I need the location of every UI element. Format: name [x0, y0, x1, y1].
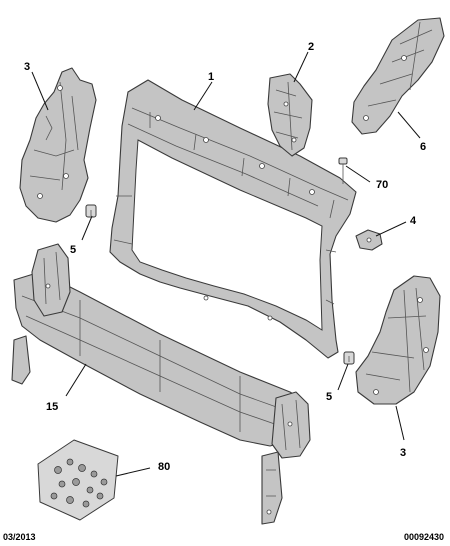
callout-5-left: 5 [70, 244, 76, 256]
footer-reference-number: 00092430 [403, 532, 444, 542]
leader-3-bottom [395, 405, 405, 441]
part-1-front-panel [109, 79, 357, 359]
callout-3-bottom: 3 [400, 447, 406, 459]
leader-lines [31, 51, 421, 477]
leader-2 [293, 51, 309, 83]
leader-5-left [81, 215, 93, 241]
leader-1 [193, 81, 213, 111]
leader-3-top [31, 71, 49, 111]
callout-5-right: 5 [326, 391, 332, 403]
part-4-clip [355, 229, 383, 251]
leader-15 [65, 363, 87, 397]
leader-4 [375, 221, 407, 237]
part-5-left-bolt [85, 204, 97, 218]
callout-15: 15 [46, 401, 58, 413]
callout-3-top: 3 [24, 61, 30, 73]
callout-70: 70 [376, 179, 388, 191]
callout-4: 4 [410, 215, 417, 227]
part-80-fastener-kit [37, 439, 119, 521]
callout-80: 80 [158, 461, 170, 473]
part-3-left-deflector [19, 67, 97, 223]
part-5-right-bolt [343, 351, 355, 365]
part-15-bumper-beam [11, 243, 311, 525]
callout-2: 2 [308, 41, 314, 53]
leader-6 [397, 111, 421, 139]
part-70-screw [338, 157, 348, 184]
callout-1: 1 [208, 71, 214, 83]
part-2-bracket [267, 73, 313, 157]
leader-5-right [337, 363, 349, 391]
callout-6: 6 [420, 141, 426, 153]
part-3-right-deflector [355, 275, 441, 405]
leader-70 [345, 165, 371, 183]
callout-labels: 1 2 3 6 70 4 5 5 3 15 80 [24, 41, 426, 473]
leader-80 [115, 467, 151, 477]
part-6-upper-deflector [351, 17, 445, 135]
footer-date: 03/2013 [3, 532, 36, 542]
